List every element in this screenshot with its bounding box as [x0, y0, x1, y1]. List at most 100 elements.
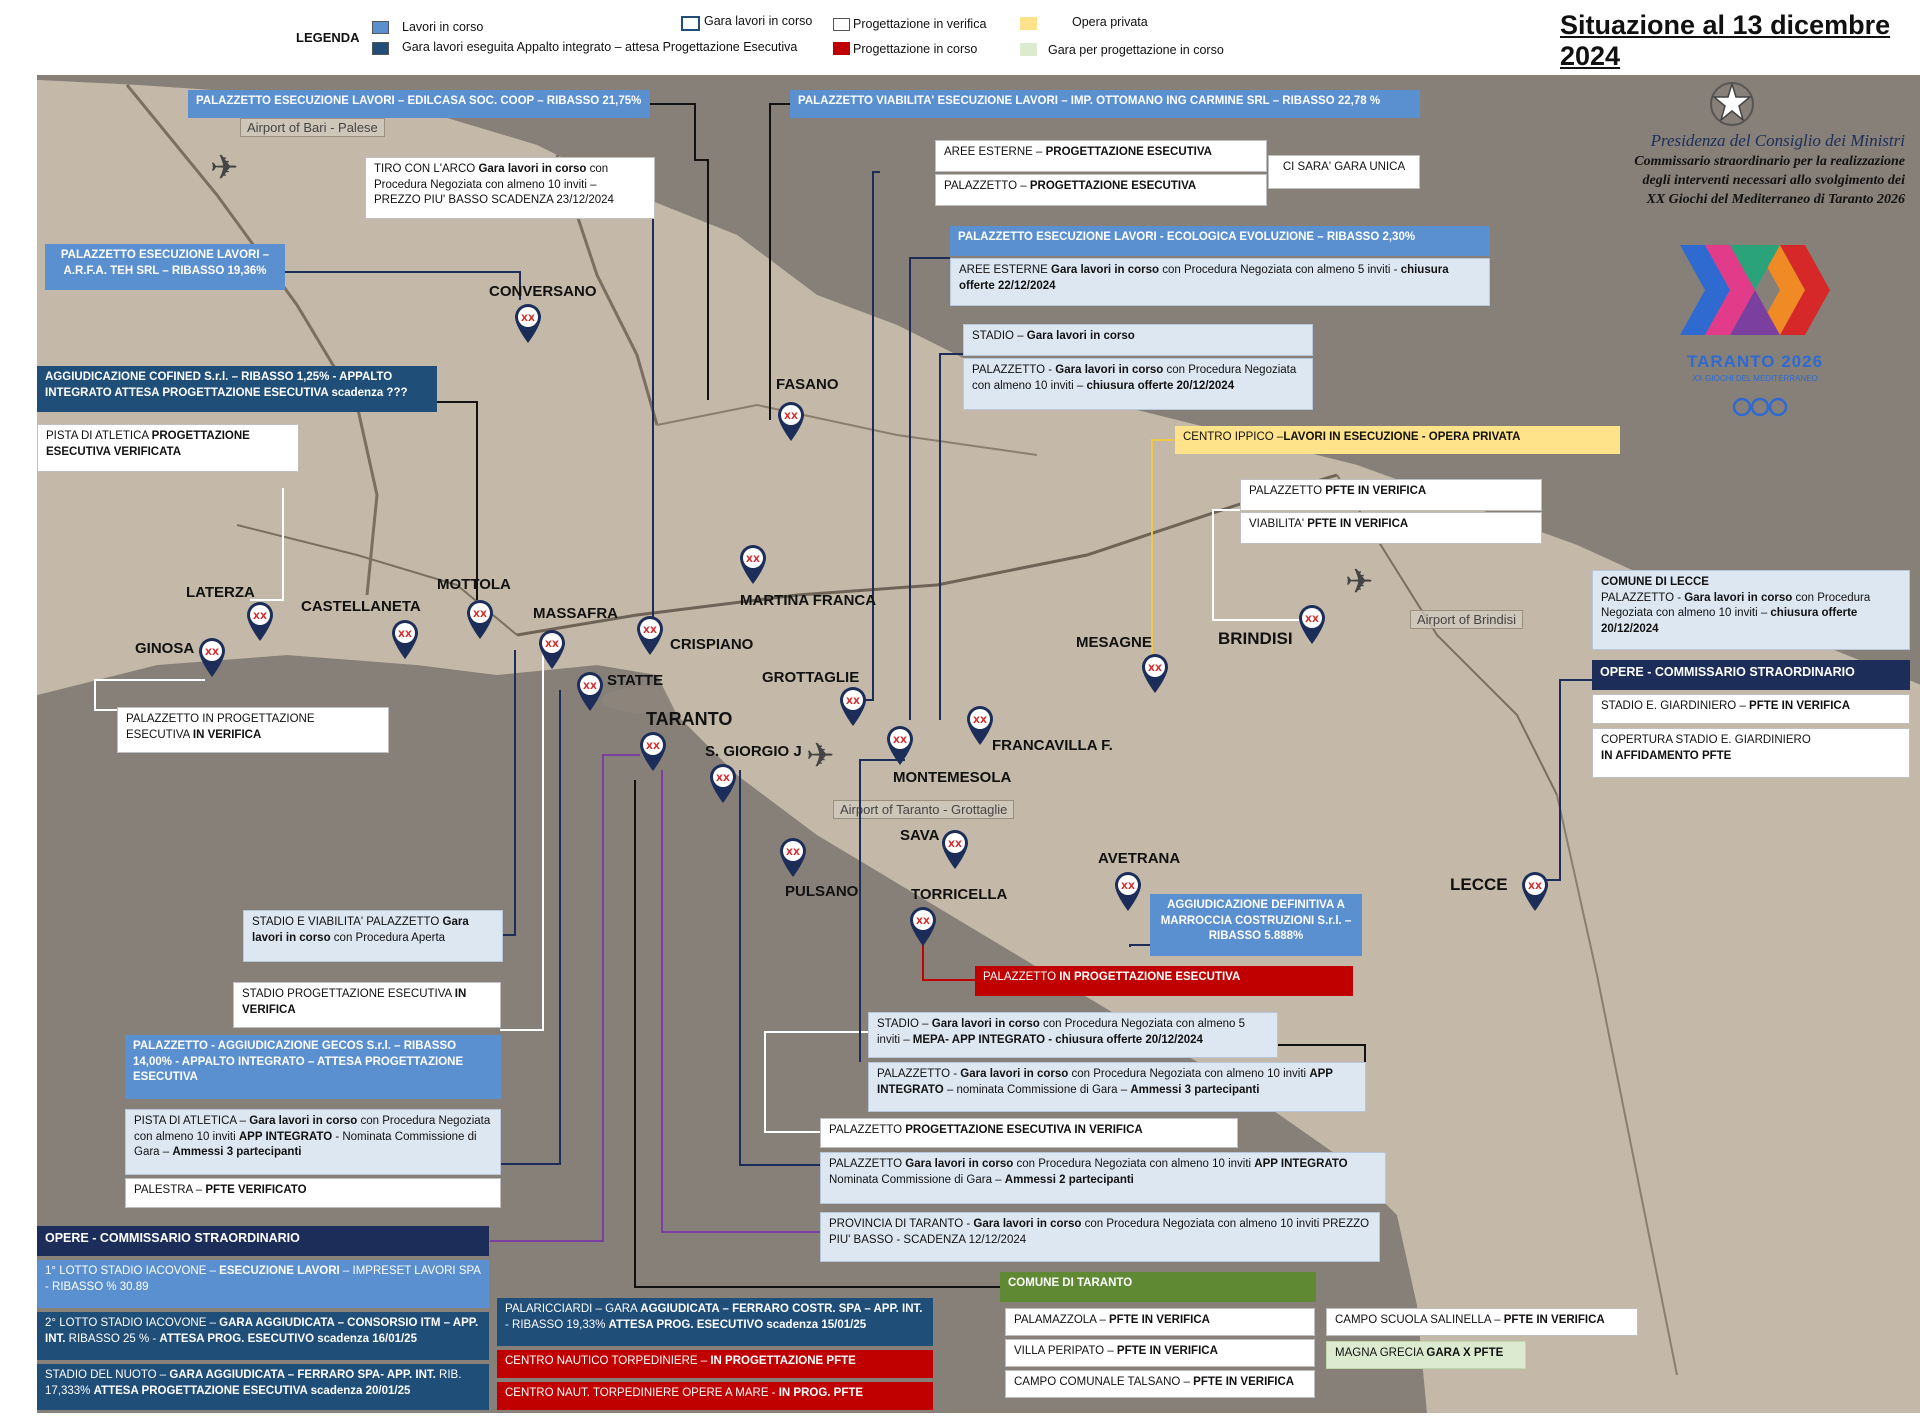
map-pin-fasano[interactable]: XX — [776, 400, 806, 442]
status-text: PALAZZETTO — [829, 1124, 906, 1136]
government-line-2: degli interventi necessari allo svolgime… — [1642, 172, 1905, 188]
map-pin-francavilla[interactable]: XX — [965, 704, 995, 746]
status-arfa[interactable]: PALAZZETTO ESECUZIONE LAVORI – A.R.F.A. … — [45, 244, 285, 290]
status-centro-nautico[interactable]: CENTRO NAUTICO TORPEDINIERE – IN PROGETT… — [497, 1350, 933, 1378]
status-palazzetto-prog[interactable]: PALAZZETTO – PROGETTAZIONE ESECUTIVA — [935, 174, 1267, 206]
city-label-avetrana: AVETRANA — [1098, 850, 1181, 867]
map-pin-statte[interactable]: XX — [575, 670, 605, 712]
status-palamazzola[interactable]: PALAMAZZOLA – PFTE IN VERIFICA — [1005, 1308, 1315, 1336]
status-torricella[interactable]: PALAZZETTO IN PROGETTAZIONE ESECUTIVA — [975, 966, 1353, 996]
status-pulsano[interactable]: PALAZZETTO PROGETTAZIONE ESECUTIVA IN VE… — [820, 1118, 1238, 1148]
status-text: STADIO PROGETTAZIONE ESECUTIVA — [242, 988, 455, 1000]
legend-swatch-gara — [681, 16, 700, 31]
status-text: con Procedura Negoziata con almeno 5 inv… — [1159, 264, 1401, 276]
status-tiro-arco[interactable]: TIRO CON L'ARCO Gara lavori in corso con… — [365, 157, 655, 219]
status-sava-palazzetto[interactable]: PALAZZETTO - Gara lavori in corso con Pr… — [868, 1062, 1366, 1112]
svg-text:XX: XX — [1148, 664, 1162, 674]
status-palazzetto-viabilita-fasano[interactable]: PALAZZETTO VIABILITA' ESECUZIONE LAVORI … — [790, 90, 1420, 118]
status-sgiorgio[interactable]: PALAZZETTO Gara lavori in corso con Proc… — [820, 1152, 1386, 1204]
status-text-bold: AGGIUDICATA – FERRARO COSTR. SPA – APP. … — [640, 1303, 923, 1315]
status-centro-ippico[interactable]: CENTRO IPPICO –LAVORI IN ESECUZIONE - OP… — [1175, 426, 1620, 454]
map-pin-sava[interactable]: XX — [940, 828, 970, 870]
map-pin-martina-franca[interactable]: XX — [738, 543, 768, 585]
map-pin-mesagne[interactable]: XX — [1140, 652, 1170, 694]
map-pin-sgiorgio[interactable]: XX — [708, 762, 738, 804]
map-pin-crispiano[interactable]: XX — [635, 614, 665, 656]
status-lecce-opere[interactable]: OPERE - COMMISSARIO STRAORDINARIO — [1592, 660, 1910, 690]
status-cofined[interactable]: AGGIUDICAZIONE COFINED S.r.l. – RIBASSO … — [37, 366, 437, 412]
status-text: CENTRO IPPICO – — [1183, 431, 1284, 443]
svg-text:XX: XX — [786, 848, 800, 858]
status-text-bold: ATTESA PROG. ESECUTIVO scadenza 16/01/25 — [159, 1332, 417, 1345]
status-stadio-viabilita[interactable]: STADIO E VIABILITA' PALAZZETTO Gara lavo… — [243, 910, 503, 962]
status-text: con Procedura Negoziata con almeno 10 in… — [1068, 1068, 1310, 1080]
status-taranto-opere[interactable]: OPERE - COMMISSARIO STRAORDINARIO — [37, 1226, 489, 1256]
status-text: PALAMAZZOLA – — [1014, 1314, 1110, 1326]
status-text: CENTRO NAUTICO TORPEDINIERE – — [505, 1355, 711, 1367]
map-pin-mottola[interactable]: XX — [465, 598, 495, 640]
status-text: STADIO E. GIARDINIERO – — [1601, 700, 1750, 712]
status-palazzetto-fasano[interactable]: PALAZZETTO - Gara lavori in corso con Pr… — [963, 358, 1313, 410]
status-text: PALAZZETTO IN PROGETTAZIONE ESECUTIVA — [126, 713, 315, 741]
status-text-bold: Gara lavori in corso — [931, 1018, 1040, 1030]
map-pin-brindisi[interactable]: XX — [1297, 603, 1327, 645]
status-palestra[interactable]: PALESTRA – PFTE VERIFICATO — [125, 1178, 501, 1208]
status-gara-unica[interactable]: CI SARA' GARA UNICA — [1268, 155, 1420, 189]
italian-emblem-icon — [1708, 80, 1756, 130]
map-pin-montemesola[interactable]: XX — [885, 724, 915, 766]
status-text: MAGNA GRECIA — [1335, 1347, 1427, 1359]
map-pin-avetrana[interactable]: XX — [1113, 870, 1143, 912]
svg-text:XX: XX — [1528, 882, 1542, 892]
map-pin-ginosa[interactable]: XX — [197, 636, 227, 678]
map-pin-pulsano[interactable]: XX — [778, 836, 808, 878]
status-palazzetto-edilcasa[interactable]: PALAZZETTO ESECUZIONE LAVORI – EDILCASA … — [188, 90, 650, 118]
map-pin-taranto[interactable]: XX — [638, 730, 668, 772]
status-text-bold: Gara lavori in corso — [1026, 330, 1135, 342]
status-pista-gara[interactable]: PISTA DI ATLETICA – Gara lavori in corso… — [125, 1109, 501, 1175]
status-stadio-fasano[interactable]: STADIO – Gara lavori in corso — [963, 324, 1313, 356]
status-sava-stadio[interactable]: STADIO – Gara lavori in corso con Proced… — [868, 1012, 1278, 1058]
status-centro-nautico-mare[interactable]: CENTRO NAUT. TORPEDINIERE OPERE A MARE -… — [497, 1382, 933, 1410]
map-pin-castellaneta[interactable]: XX — [390, 618, 420, 660]
airport-brindisi-label: Airport of Brindisi — [1410, 610, 1523, 629]
status-text: PALAZZETTO - — [972, 364, 1056, 376]
status-text: VIABILITA' — [1249, 518, 1308, 530]
presidenza-title: Presidenza del Consiglio dei Ministri — [1650, 131, 1905, 150]
map-pin-massafra[interactable]: XX — [537, 628, 567, 670]
status-text-bold: PFTE IN VERIFICA — [1193, 1376, 1295, 1388]
map-pin-torricella[interactable]: XX — [908, 905, 938, 947]
status-iacovone-1[interactable]: 1° LOTTO STADIO IACOVONE – ESECUZIONE LA… — [37, 1260, 489, 1308]
map-pin-laterza[interactable]: XX — [245, 600, 275, 642]
status-villa-peripato[interactable]: VILLA PERIPATO – PFTE IN VERIFICA — [1005, 1339, 1315, 1367]
map-pin-lecce[interactable]: XX — [1520, 870, 1550, 912]
status-text: con Procedura Negoziata con almeno 10 in… — [972, 364, 1297, 392]
status-provincia-taranto[interactable]: PROVINCIA DI TARANTO - Gara lavori in co… — [820, 1212, 1380, 1262]
map-pin-conversano[interactable]: XX — [513, 302, 543, 344]
status-brindisi-palazzetto[interactable]: PALAZZETTO PFTE IN VERIFICA — [1240, 479, 1542, 511]
status-text: OPERE - COMMISSARIO STRAORDINARIO — [1600, 665, 1855, 679]
status-pista-atletica-verificata[interactable]: PISTA DI ATLETICA PROGETTAZIONE ESECUTIV… — [37, 424, 299, 472]
status-avetrana[interactable]: AGGIUDICAZIONE DEFINITIVA A MARROCCIA CO… — [1150, 894, 1362, 956]
status-aree-esterne-prog[interactable]: AREE ESTERNE – PROGETTAZIONE ESECUTIVA — [935, 140, 1267, 172]
status-iacovone-2[interactable]: 2° LOTTO STADIO IACOVONE – GARA AGGIUDIC… — [37, 1312, 489, 1360]
status-palaricciardi[interactable]: PALARICCIARDI – GARA AGGIUDICATA – FERRA… — [497, 1298, 933, 1346]
status-brindisi-viabilita[interactable]: VIABILITA' PFTE IN VERIFICA — [1240, 512, 1542, 544]
status-ecologica[interactable]: PALAZZETTO ESECUZIONE LAVORI - ECOLOGICA… — [950, 226, 1490, 256]
status-text-bold: chiusura offerte 22/12/2024 — [959, 264, 1449, 292]
status-ginosa-palazzetto[interactable]: PALAZZETTO IN PROGETTAZIONE ESECUTIVA IN… — [117, 707, 389, 753]
legend-item-progettazione: Progettazione in corso — [853, 42, 978, 56]
status-campo-salinella[interactable]: CAMPO SCUOLA SALINELLA – PFTE IN VERIFIC… — [1326, 1308, 1638, 1336]
status-magna-grecia[interactable]: MAGNA GRECIA GARA X PFTE — [1326, 1341, 1526, 1369]
map-pin-grottaglie[interactable]: XX — [838, 685, 868, 727]
status-gecos[interactable]: PALAZZETTO - AGGIUDICAZIONE GECOS S.r.l.… — [125, 1035, 501, 1099]
status-stadio-nuoto[interactable]: STADIO DEL NUOTO – GARA AGGIUDICATA – FE… — [37, 1364, 489, 1410]
status-aree-esterne-gara[interactable]: AREE ESTERNE Gara lavori in corso con Pr… — [950, 258, 1490, 306]
status-lecce-stadio[interactable]: STADIO E. GIARDINIERO – PFTE IN VERIFICA — [1592, 694, 1910, 724]
status-lecce-palazzetto[interactable]: COMUNE DI LECCE PALAZZETTO - Gara lavori… — [1592, 570, 1910, 650]
status-comune-taranto[interactable]: COMUNE DI TARANTO — [1000, 1272, 1316, 1302]
status-campo-talsano[interactable]: CAMPO COMUNALE TALSANO – PFTE IN VERIFIC… — [1005, 1370, 1315, 1398]
status-text: con Procedura Negoziata con almeno 10 in… — [1013, 1158, 1255, 1170]
status-stadio-prog[interactable]: STADIO PROGETTAZIONE ESECUTIVA IN VERIFI… — [233, 982, 501, 1028]
city-label-taranto: TARANTO — [646, 709, 733, 729]
